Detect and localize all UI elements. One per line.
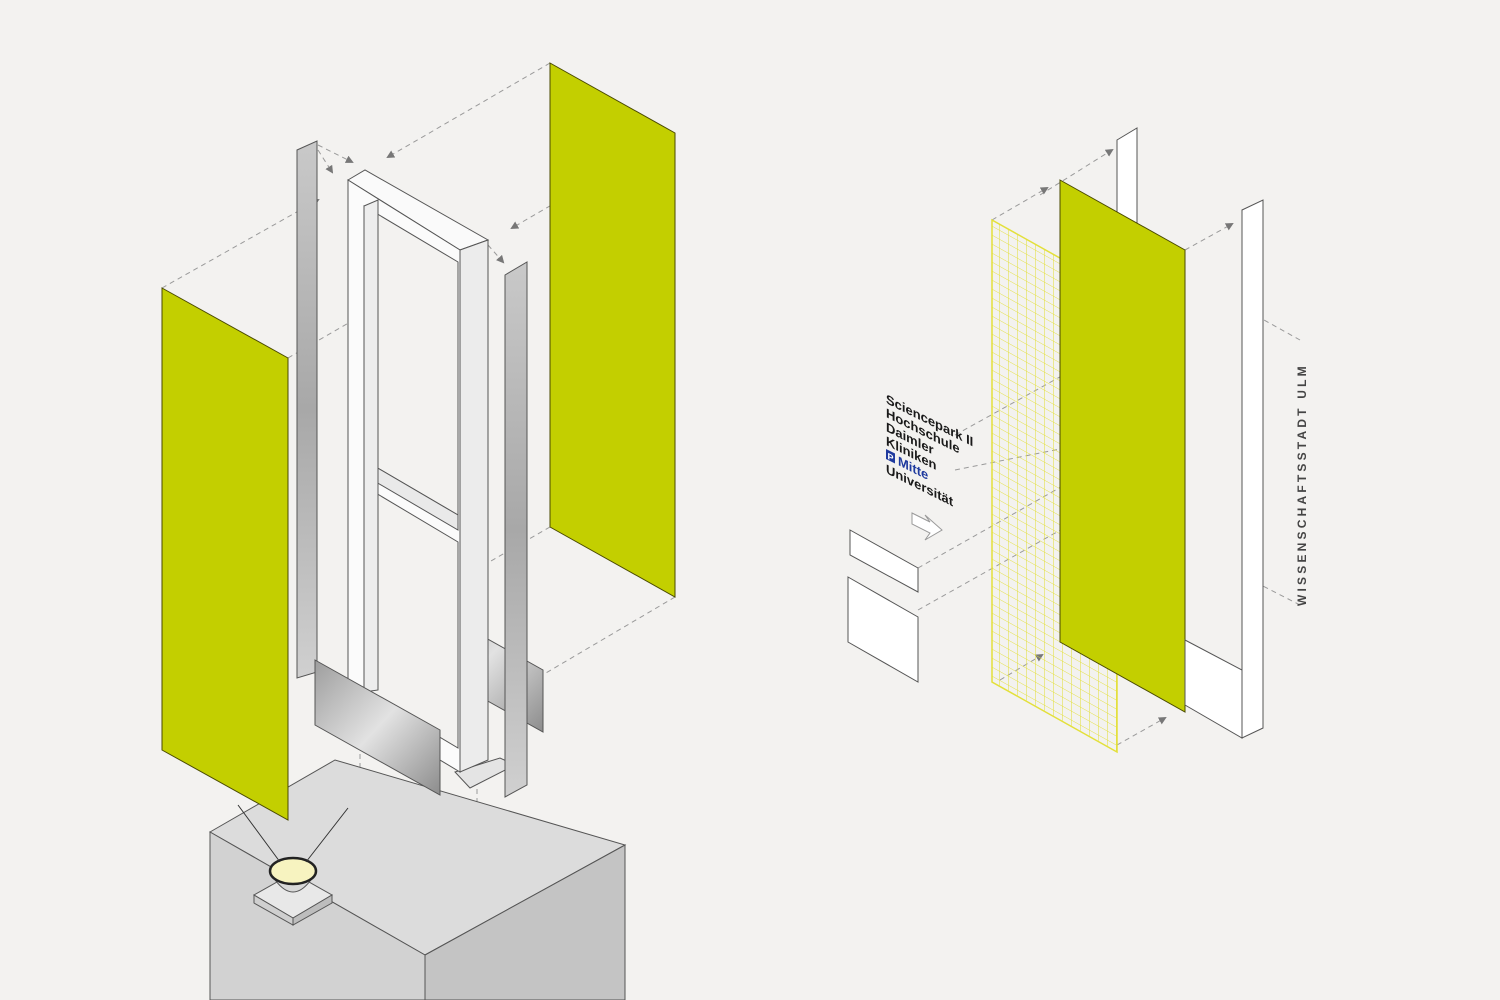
right-steel-bar [504, 261, 528, 798]
right-white-frame [1184, 199, 1264, 739]
small-sign-plates [847, 529, 919, 683]
parking-icon [886, 449, 895, 464]
parking-icon-letter: P [888, 451, 895, 465]
left-steel-bar [296, 140, 318, 679]
concrete-pedestal [208, 759, 627, 1000]
front-steel-plate [314, 659, 441, 796]
vertical-label: WISSENSCHAFTSSTADT ULM [1295, 363, 1309, 606]
front-yellow-panel [1059, 179, 1186, 713]
sign-text: Sciencepark II Hochschule Daimler Klinik… [886, 392, 973, 510]
right-yellow-panel [549, 62, 676, 598]
steel-frame [347, 169, 490, 773]
left-yellow-panel [161, 287, 289, 821]
ground-spotlight [237, 804, 349, 926]
arrow-right-icon [911, 512, 943, 541]
